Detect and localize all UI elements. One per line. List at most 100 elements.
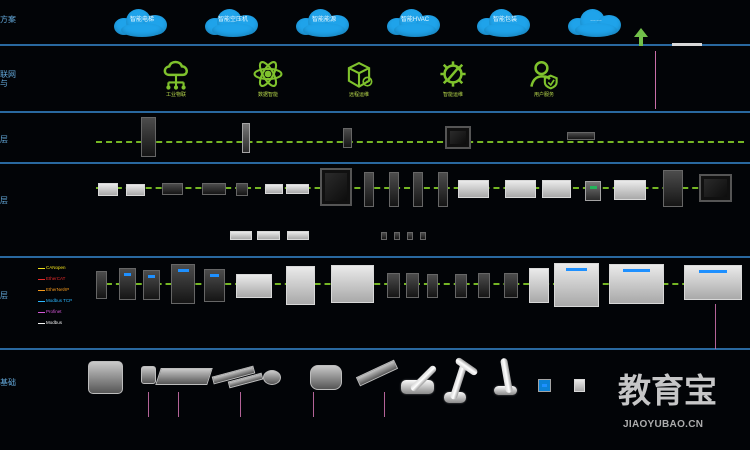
cloud-more: …… [568, 6, 624, 38]
industrial-pc [458, 180, 489, 198]
controller-rack [389, 172, 399, 207]
layer-divider-iot [0, 111, 750, 113]
solution-label: 工业物联 [165, 92, 186, 98]
connector-line [313, 392, 314, 417]
legend-modbus-tcp: Modbus TCP [46, 298, 73, 303]
sensor-module [574, 379, 585, 392]
connector-line [384, 392, 385, 417]
controller-rack [413, 172, 423, 207]
drive-module [427, 274, 438, 298]
legend-modbus: Modbus [46, 320, 63, 325]
solution-label: 远程运维 [348, 92, 369, 98]
ball-screw [355, 359, 399, 387]
management-network-line [96, 141, 744, 143]
legend-line [38, 301, 45, 302]
connector-line [715, 304, 716, 349]
small-module [420, 232, 426, 240]
layer-label-management: 层 [0, 135, 8, 144]
solution-iot: 工业物联 [150, 58, 202, 106]
cloud-access-bar [672, 43, 702, 46]
legend-ethercat: EtherCAT [46, 276, 66, 281]
connector-line [178, 392, 179, 417]
cloud-label: 智能包装 [492, 17, 517, 23]
servo-system-group [554, 263, 599, 307]
layer-divider-control [0, 256, 750, 258]
control-box [331, 265, 374, 303]
solution-label: 数据智能 [257, 92, 278, 98]
solution-label: 智能运维 [442, 92, 463, 98]
watermark-logo-text: 教育宝 [618, 372, 717, 409]
controller-module [126, 184, 145, 196]
display-panel [699, 174, 732, 202]
controller-module [202, 183, 226, 195]
solution-data: 数据智能 [242, 58, 294, 106]
io-module [286, 184, 309, 194]
io-module [236, 183, 248, 196]
user-shield-icon [530, 60, 558, 90]
cloud-label: 智能HVAC [400, 17, 430, 23]
layer-label-drive: 层 [0, 291, 8, 300]
controller-module [98, 183, 118, 196]
drive-module [478, 273, 490, 298]
cloud-smart-hvac: 智能HVAC [387, 6, 443, 38]
controller-rack [364, 172, 374, 207]
solution-remote: 远程运维 [333, 58, 385, 106]
layer-divider-cloud [0, 44, 750, 46]
legend-line [38, 312, 45, 313]
small-module [394, 232, 400, 240]
small-module [407, 232, 413, 240]
legend-profinet: Profinet [46, 309, 62, 314]
servo-drive [204, 269, 225, 302]
cloud-label: 智能电梯 [129, 17, 154, 23]
solution-label: 用户服务 [533, 92, 554, 98]
upload-arrow-icon [634, 28, 648, 46]
servo-system-group [684, 265, 742, 300]
servo-system-group [609, 264, 664, 304]
solution-maintenance: 智能运维 [427, 58, 479, 106]
drive-module [504, 273, 518, 298]
green-io-module [585, 181, 601, 201]
layer-divider-management [0, 162, 750, 164]
hmi-panel [445, 126, 471, 149]
small-module [381, 232, 387, 240]
drive-module [529, 268, 549, 303]
encoder-sensor [263, 370, 281, 385]
small-io-module [257, 231, 280, 240]
cloud-label: …… [590, 17, 602, 23]
industrial-terminal [141, 117, 156, 157]
wrench-gear-icon [440, 61, 466, 87]
layer-label-iot: 联网 与 [0, 70, 16, 88]
touch-panel [320, 168, 352, 206]
layer-divider-drive [0, 348, 750, 350]
drive-module-group [236, 274, 272, 298]
cloud-smart-energy: 智能能源 [296, 6, 352, 38]
watermark-url: JIAOYUBAO.CN [623, 419, 704, 430]
atom-icon [253, 61, 283, 87]
legend-line [38, 323, 45, 324]
connector-line [240, 392, 241, 417]
drive-module-group [286, 266, 315, 305]
network-switch [567, 132, 595, 140]
cloud-smart-packaging: 智能包装 [477, 6, 533, 38]
connector-line [148, 392, 149, 417]
controller-rack [438, 172, 448, 207]
cloud-network-icon [163, 60, 188, 90]
servo-motor [88, 361, 123, 394]
cloud-label: 智能能源 [311, 17, 336, 23]
small-io-module [230, 231, 252, 240]
industrial-pc [542, 180, 571, 198]
legend-line [38, 268, 45, 269]
layer-label-control: 层 [0, 196, 8, 205]
linear-module [155, 368, 213, 385]
layer-label-solution: 方案 [0, 15, 16, 24]
legend-line [38, 290, 45, 291]
right-vertical-link [655, 51, 656, 109]
drive-module [406, 273, 419, 298]
network-module [343, 128, 352, 148]
controller-module [162, 183, 183, 195]
blue-sensor-module [538, 379, 551, 392]
cloud-label: 智能空压机 [217, 17, 248, 23]
servo-drive [119, 268, 136, 300]
drive-module [455, 274, 467, 298]
